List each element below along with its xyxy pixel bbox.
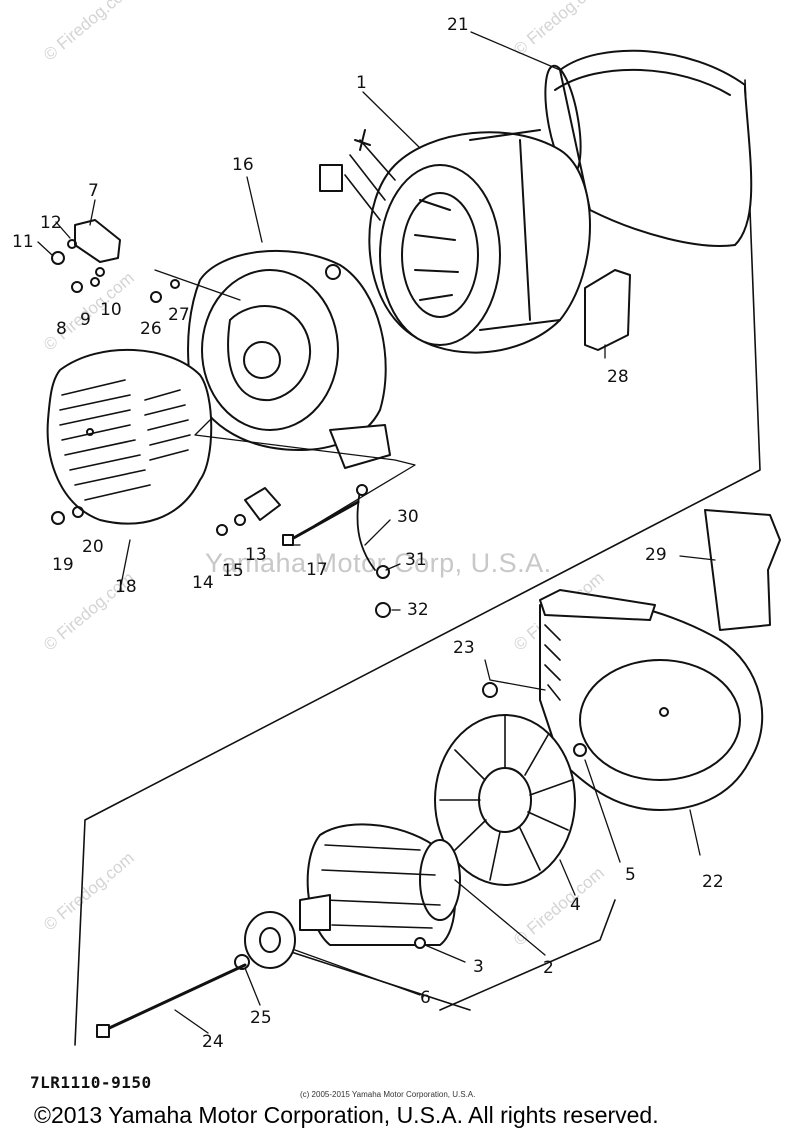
diagram-code: 7LR1110-9150 bbox=[30, 1073, 152, 1092]
callout-label: 9 bbox=[80, 310, 91, 330]
plate-part bbox=[74, 219, 121, 263]
bolt-part bbox=[288, 500, 360, 542]
washer-part bbox=[72, 506, 84, 518]
bracket-plate-part bbox=[704, 509, 781, 631]
callout-label: 13 bbox=[245, 545, 267, 565]
bolt-head bbox=[96, 1024, 110, 1038]
assembly-outline bbox=[74, 79, 761, 1046]
callout-label: 25 bbox=[250, 1008, 272, 1028]
callout-label: 18 bbox=[115, 577, 137, 597]
screw-part bbox=[414, 937, 426, 949]
washer-part bbox=[95, 267, 105, 277]
callout-label: 15 bbox=[222, 561, 244, 581]
callout-label: 30 bbox=[397, 507, 419, 527]
long-bolt-part bbox=[103, 963, 247, 1032]
callout-label: 27 bbox=[168, 305, 190, 325]
washer-part bbox=[170, 279, 180, 289]
callout-label: 29 bbox=[645, 545, 667, 565]
assembly-outline bbox=[439, 899, 616, 1011]
callout-label: 22 bbox=[702, 872, 724, 892]
nut-part bbox=[375, 602, 391, 618]
bolt-head bbox=[282, 534, 294, 546]
screw-part bbox=[376, 565, 390, 579]
callout-label: 12 bbox=[40, 213, 62, 233]
stator-part bbox=[319, 129, 591, 354]
callout-label: 11 bbox=[12, 232, 34, 252]
small-copyright: (c) 2005-2015 Yamaha Motor Corporation, … bbox=[300, 1090, 476, 1099]
callout-label: 24 bbox=[202, 1032, 224, 1052]
callout-label: 31 bbox=[405, 550, 427, 570]
callout-label: 3 bbox=[473, 957, 484, 977]
ground-wire-part bbox=[356, 489, 376, 571]
callout-label: 4 bbox=[570, 895, 581, 915]
callout-label: 19 bbox=[52, 555, 74, 575]
fan-part bbox=[434, 714, 576, 886]
washer-part bbox=[90, 277, 100, 287]
callout-label: 32 bbox=[407, 600, 429, 620]
cover-band-part bbox=[544, 49, 753, 247]
callout-label: 1 bbox=[356, 73, 367, 93]
screw-part bbox=[71, 281, 83, 293]
callout-label: 26 bbox=[140, 319, 162, 339]
callout-label: 5 bbox=[625, 865, 636, 885]
leader-lines bbox=[37, 31, 716, 1034]
callout-label: 28 bbox=[607, 367, 629, 387]
diode-part bbox=[244, 487, 281, 521]
screw-part bbox=[51, 511, 65, 525]
bolt-part bbox=[482, 682, 498, 698]
callout-label: 16 bbox=[232, 155, 254, 175]
screw-part bbox=[51, 251, 65, 265]
terminal-part bbox=[356, 484, 368, 496]
bolt-part bbox=[573, 743, 587, 757]
callout-label: 14 bbox=[192, 573, 214, 593]
end-cover-part bbox=[46, 348, 213, 525]
callout-label: 21 bbox=[447, 15, 469, 35]
fan-housing-part bbox=[539, 589, 764, 811]
callout-label: 6 bbox=[420, 988, 431, 1008]
callout-label: 8 bbox=[56, 319, 67, 339]
callout-label: 7 bbox=[88, 181, 99, 201]
pad-part bbox=[584, 269, 631, 351]
callout-label: 10 bbox=[100, 300, 122, 320]
pulley-part bbox=[244, 911, 296, 969]
callout-label: 23 bbox=[453, 638, 475, 658]
callout-label: 17 bbox=[306, 560, 328, 580]
washer-part bbox=[234, 514, 246, 526]
callout-label: 2 bbox=[543, 958, 554, 978]
screw-part bbox=[216, 524, 228, 536]
rotor-part bbox=[299, 823, 461, 946]
callout-label: 20 bbox=[82, 537, 104, 557]
washer-part bbox=[67, 239, 77, 249]
end-bracket-part bbox=[187, 249, 391, 469]
screw-part bbox=[150, 291, 162, 303]
copyright-notice: ©2013 Yamaha Motor Corporation, U.S.A. A… bbox=[34, 1102, 659, 1128]
